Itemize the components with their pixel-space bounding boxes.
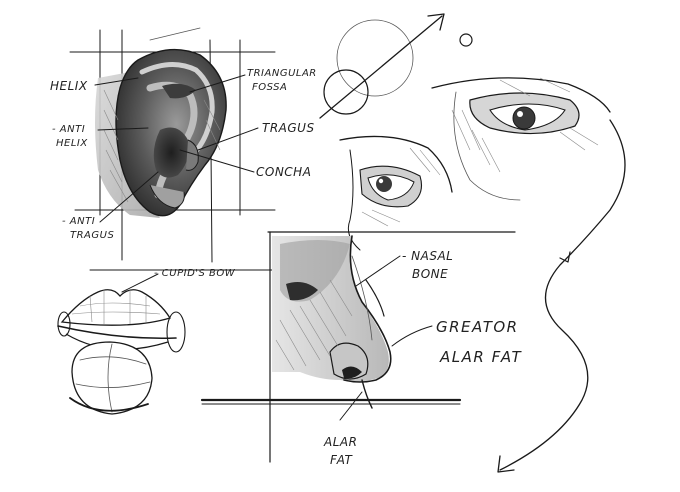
label-greater-alar-fat-line2: ALAR FAT — [439, 348, 522, 366]
label-nasal-bone-line2: BONE — [412, 267, 448, 281]
ear-leader-lines — [94, 74, 259, 223]
lips-study: - CUPID'S BOW — [57, 268, 281, 415]
curving-arrow-tick — [559, 251, 571, 263]
label-anti-tragus-line1: - ANTI — [62, 216, 95, 227]
construction-circle-small — [323, 69, 369, 115]
construction-circle-large — [336, 19, 414, 97]
direction-arrow-line — [319, 15, 443, 119]
ear-helix-rim — [139, 62, 215, 155]
label-helix: HELIX — [50, 79, 88, 93]
label-alar-fat-line1: ALAR — [323, 435, 357, 449]
label-anti-helix-line2: HELIX — [56, 138, 88, 149]
label-triangular-fossa-line2: FOSSA — [252, 82, 287, 93]
eye-face-study — [319, 13, 626, 473]
direction-arrow-head — [427, 13, 445, 31]
ear-shadow-mass — [95, 72, 160, 218]
ear-concha — [153, 127, 189, 178]
curving-arrow-head — [497, 455, 515, 473]
nose-nostril — [342, 366, 362, 379]
label-alar-fat-line2: FAT — [330, 453, 354, 467]
nose-eye — [286, 282, 318, 301]
ear-hatching — [103, 89, 221, 203]
label-anti-tragus-line2: TRAGUS — [70, 230, 114, 241]
label-nasal-bone-line1: - NASAL — [402, 249, 453, 263]
lip-corner-right — [166, 311, 186, 353]
chin-sphere — [71, 341, 153, 415]
label-anti-helix-line1: - ANTI — [52, 124, 85, 135]
construction-circle-tiny — [459, 33, 473, 47]
nose-study: - NASAL BONE GREATOR ALAR FAT ALAR FAT — [200, 231, 522, 467]
ear-triangular-fossa — [162, 83, 196, 99]
upper-lip-grid — [71, 290, 161, 324]
curving-arrow — [499, 119, 626, 471]
nose-hatching — [275, 279, 353, 371]
label-concha: CONCHA — [256, 165, 311, 179]
label-cupids-bow: - CUPID'S BOW — [154, 268, 236, 279]
lower-eye — [339, 135, 453, 251]
label-triangular-fossa-line1: TRIANGULAR — [247, 68, 317, 79]
label-greater-alar-fat-line1: GREATOR — [436, 318, 519, 336]
upper-eye — [431, 77, 611, 201]
label-tragus: TRAGUS — [262, 121, 315, 135]
lip-line — [57, 325, 177, 340]
ear-study: HELIX TRIANGULAR FOSSA - ANTI HELIX TRAG… — [50, 27, 317, 263]
nose-profile-line — [343, 235, 392, 383]
lip-corner-left — [57, 311, 71, 337]
ear-tragus — [185, 139, 199, 171]
ear-lobe — [149, 184, 185, 209]
upper-lip — [60, 289, 172, 326]
